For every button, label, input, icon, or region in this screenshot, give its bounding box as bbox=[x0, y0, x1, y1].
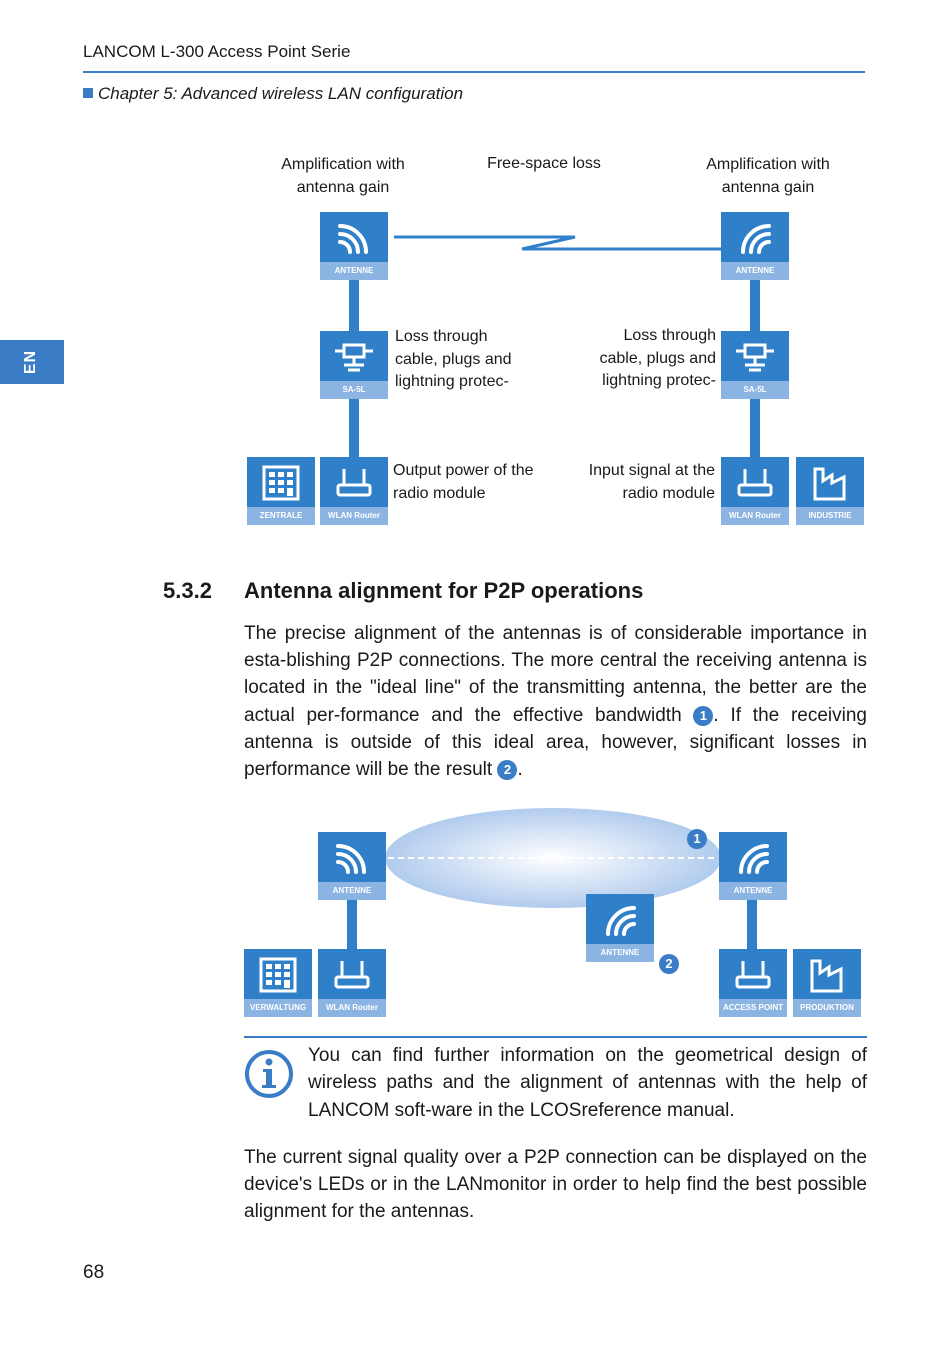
box-label: ANTENNE bbox=[586, 944, 654, 962]
antenna-box-misaligned: ANTENNE bbox=[586, 894, 654, 962]
wlan-router-icon bbox=[336, 469, 372, 497]
factory-box-produktion: PRODUKTION bbox=[793, 949, 861, 1017]
section-title: Antenna alignment for P2P operations bbox=[244, 578, 644, 603]
amp-right-label: Amplification with antenna gain bbox=[706, 156, 830, 196]
access-point-icon bbox=[735, 961, 771, 989]
wireless-link-line bbox=[394, 235, 721, 251]
amp-left-label: Amplification with antenna gain bbox=[281, 156, 405, 196]
marker-badge-2: 2 bbox=[497, 760, 518, 781]
header-rule bbox=[83, 71, 865, 73]
loss-right-label: Loss through cable, plugs and lightning … bbox=[599, 327, 716, 389]
info-icon bbox=[245, 1050, 293, 1098]
box-label: ANTENNE bbox=[719, 882, 787, 900]
paragraph-text: . bbox=[517, 759, 523, 781]
box-label: PRODUKTION bbox=[793, 999, 861, 1017]
office-building-icon bbox=[262, 465, 300, 501]
section-number: 5.3.2 bbox=[163, 578, 212, 603]
router-box-left: WLAN Router bbox=[318, 949, 386, 1017]
box-label: VERWALTUNG bbox=[244, 999, 312, 1017]
loss-left-label: Loss through cable, plugs and lightning … bbox=[395, 328, 512, 390]
antenna-box-left: ANTENNE bbox=[320, 212, 388, 280]
box-label: WLAN Router bbox=[318, 999, 386, 1017]
running-header: LANCOM L-300 Access Point Serie bbox=[83, 42, 351, 61]
marker-badge-1: 1 bbox=[687, 829, 707, 849]
square-bullet-icon bbox=[83, 88, 93, 98]
box-label: ANTENNE bbox=[721, 262, 789, 280]
router-box-left: WLAN Router bbox=[320, 457, 388, 525]
antenna-wave-icon bbox=[606, 906, 636, 936]
building-box-verwaltung: VERWALTUNG bbox=[244, 949, 312, 1017]
box-label: ANTENNE bbox=[320, 262, 388, 280]
lightning-protector-box-left: SA-5L bbox=[320, 331, 388, 399]
wlan-router-icon bbox=[737, 469, 773, 497]
box-label: ZENTRALE bbox=[247, 507, 315, 525]
output-power-label: Output power of the radio module bbox=[393, 462, 534, 502]
access-point-box: ACCESS POINT bbox=[719, 949, 787, 1017]
factory-icon bbox=[813, 467, 846, 501]
antenna-box-right: ANTENNE bbox=[721, 212, 789, 280]
section-paragraph: The precise alignment of the antennas is… bbox=[244, 620, 867, 783]
box-label: WLAN Router bbox=[721, 507, 789, 525]
box-label: SA-5L bbox=[320, 381, 388, 399]
antenna-box-right: ANTENNE bbox=[719, 832, 787, 900]
box-label: INDUSTRIE bbox=[796, 507, 864, 525]
router-box-right: WLAN Router bbox=[721, 457, 789, 525]
box-label: WLAN Router bbox=[320, 507, 388, 525]
page-number: 68 bbox=[83, 1262, 105, 1283]
factory-icon bbox=[810, 959, 843, 993]
wlan-router-icon bbox=[334, 961, 370, 989]
ideal-beam-ellipse bbox=[385, 808, 721, 908]
lightning-protector-box-right: SA-5L bbox=[721, 331, 789, 399]
box-label: ANTENNE bbox=[318, 882, 386, 900]
box-label: ACCESS POINT bbox=[719, 999, 787, 1017]
antenna-wave-icon bbox=[741, 224, 771, 254]
paragraph-text: The precise alignment of the antennas is… bbox=[244, 623, 867, 726]
chapter-line: Chapter 5: Advanced wireless LAN configu… bbox=[83, 84, 463, 104]
lightning-protector-icon bbox=[335, 343, 373, 372]
antenna-box-left: ANTENNE bbox=[318, 832, 386, 900]
factory-box-industrie: INDUSTRIE bbox=[796, 457, 864, 525]
closing-paragraph: The current signal quality over a P2P co… bbox=[244, 1147, 867, 1223]
building-box-zentrale: ZENTRALE bbox=[247, 457, 315, 525]
antenna-wave-icon bbox=[338, 224, 368, 254]
language-tab-label: EN bbox=[22, 349, 39, 375]
input-signal-label: Input signal at the radio module bbox=[588, 462, 715, 502]
chapter-title: Chapter 5: Advanced wireless LAN configu… bbox=[98, 84, 464, 103]
cable-line bbox=[347, 898, 357, 950]
lightning-protector-icon bbox=[736, 343, 774, 372]
cable-line bbox=[747, 898, 757, 950]
note-top-rule bbox=[244, 1036, 867, 1038]
marker-badge-1: 1 bbox=[693, 705, 714, 726]
office-building-icon bbox=[259, 957, 297, 993]
cable-line bbox=[750, 397, 760, 459]
paragraph-text: . If the receiving antenna is outside of… bbox=[244, 704, 867, 781]
marker-badge-2: 2 bbox=[659, 954, 679, 974]
cable-line bbox=[349, 397, 359, 459]
free-space-label: Free-space loss bbox=[487, 155, 601, 172]
antenna-wave-icon bbox=[739, 844, 769, 874]
cable-line bbox=[349, 278, 359, 334]
cable-line bbox=[750, 278, 760, 334]
language-tab: EN bbox=[0, 340, 64, 384]
antenna-wave-icon bbox=[336, 844, 366, 874]
box-label: SA-5L bbox=[721, 381, 789, 399]
info-note-text: You can find further information on the … bbox=[308, 1045, 867, 1121]
